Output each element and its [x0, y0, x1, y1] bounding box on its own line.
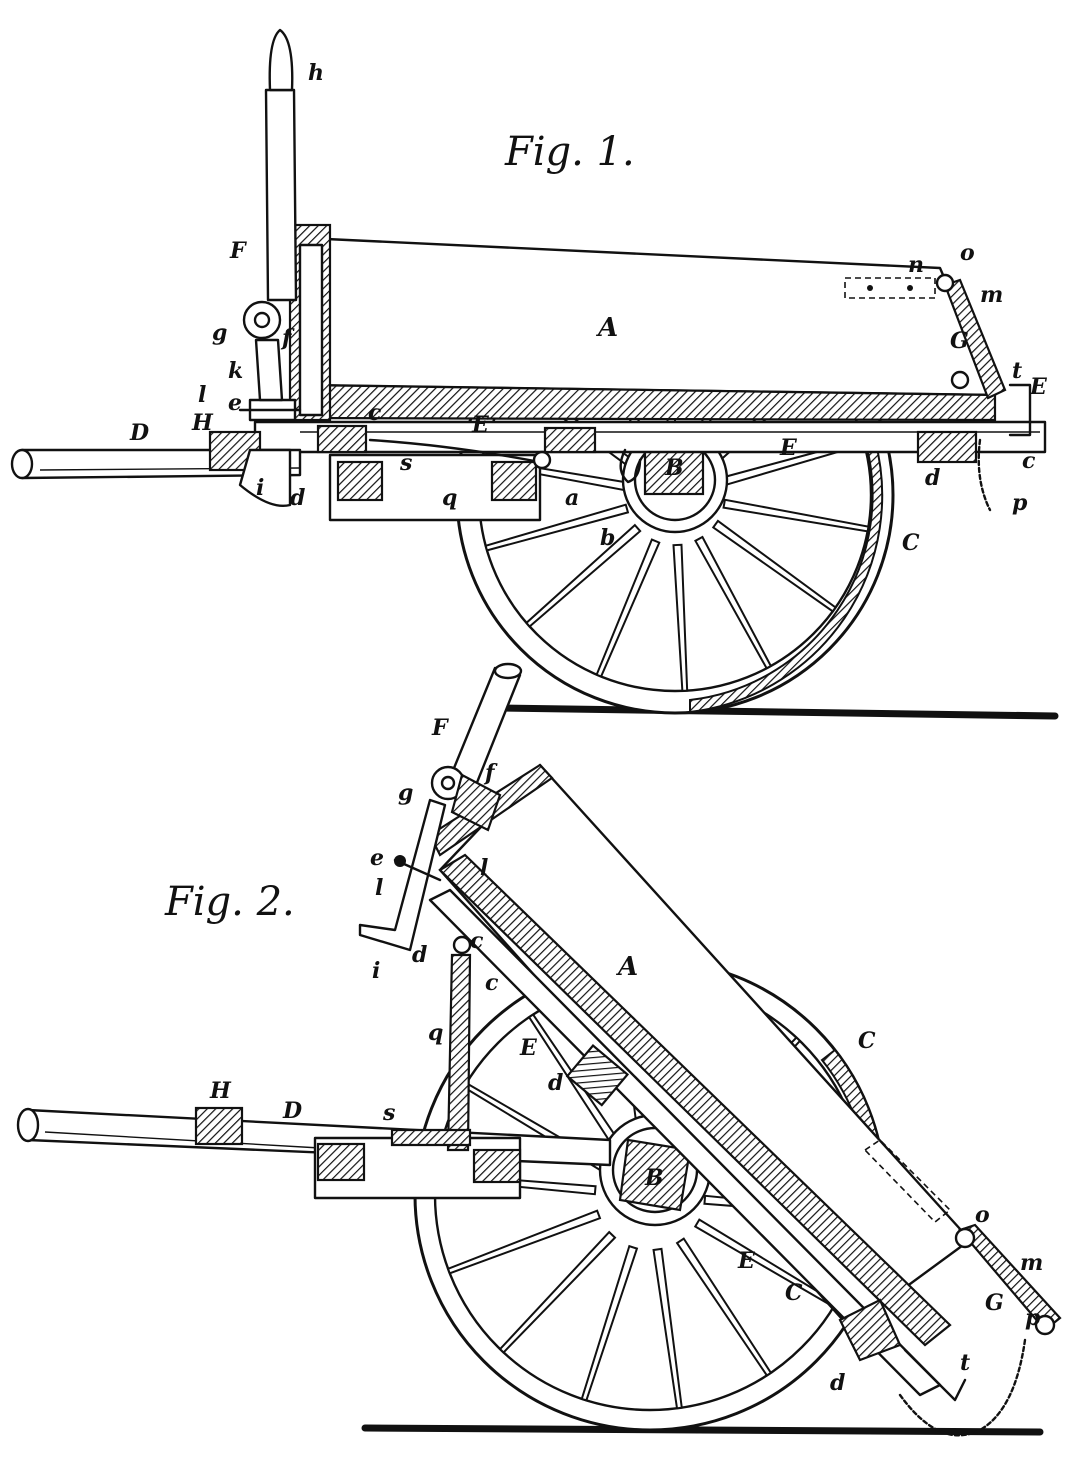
label-f: f — [483, 760, 498, 786]
wheel-spoke — [711, 519, 837, 613]
label-d3: d — [830, 1370, 845, 1396]
fig1-frame — [10, 398, 1047, 522]
label-E3: E — [1029, 374, 1048, 400]
fig1-lever — [242, 28, 298, 402]
label-d2: d — [548, 1070, 563, 1096]
label-m: m — [1020, 1250, 1043, 1276]
label-b: b — [600, 525, 615, 551]
fig2-block-H — [194, 1106, 244, 1146]
fig2-frame — [16, 953, 612, 1200]
label-i: i — [256, 475, 264, 501]
label-E: E — [471, 412, 490, 438]
label-d: d — [290, 485, 305, 511]
label-q: q — [442, 485, 457, 511]
wheel-spoke — [446, 1209, 602, 1275]
label-a: a — [565, 485, 579, 511]
fig2-lever — [358, 662, 523, 955]
label-g: g — [212, 320, 227, 346]
label-c-bar: c — [368, 400, 382, 426]
label-n: n — [908, 252, 924, 278]
label-F: F — [229, 238, 247, 264]
label-t: t — [1012, 358, 1022, 384]
wheel-spoke — [498, 1230, 617, 1354]
label-E2: E — [737, 1248, 756, 1274]
label-e: e — [370, 845, 384, 871]
label-E2: E — [779, 435, 798, 461]
label-l: l — [375, 875, 383, 901]
label-C2: C — [785, 1280, 803, 1306]
label-o: o — [960, 240, 975, 266]
label-G: G — [985, 1290, 1004, 1316]
fig1-body — [288, 223, 1007, 422]
label-t: t — [960, 1350, 970, 1376]
label-p: p — [1025, 1305, 1041, 1331]
fig1-title: Fig. 1. — [504, 129, 635, 175]
fig2-reference-labels: F g f e l l d c i c q E A C H D s d B E … — [209, 715, 1043, 1396]
label-d2: d — [925, 465, 940, 491]
label-H: H — [209, 1078, 232, 1104]
label-B: B — [644, 1165, 664, 1191]
label-B: B — [664, 455, 684, 481]
label-s: s — [382, 1100, 395, 1126]
label-D: D — [129, 420, 149, 446]
label-E: E — [519, 1035, 538, 1061]
figure-2: Fig. 2. — [16, 662, 1062, 1437]
label-l: l — [198, 382, 206, 408]
label-C: C — [858, 1028, 876, 1054]
fig1-axle-block — [643, 444, 705, 496]
fig2-ground-line — [361, 1424, 1044, 1436]
label-A: A — [595, 313, 618, 343]
label-p: p — [1012, 490, 1028, 516]
wheel-spoke — [484, 503, 630, 552]
label-F: F — [431, 715, 449, 741]
wheel-spoke — [652, 1247, 683, 1410]
fig2-body — [428, 763, 1062, 1402]
fig1-ground-line — [496, 704, 1059, 720]
label-i: i — [372, 958, 380, 984]
fig2-chain — [898, 1338, 1027, 1437]
wheel-spoke — [525, 523, 642, 628]
label-C: C — [902, 530, 920, 556]
wheel-spoke — [672, 543, 689, 692]
label-f: f — [280, 325, 295, 351]
fig2-title: Fig. 2. — [164, 879, 295, 925]
label-c2: c — [485, 970, 499, 996]
label-D: D — [282, 1098, 302, 1124]
label-e: e — [228, 390, 242, 416]
wheel-spoke — [722, 498, 870, 533]
label-k: k — [228, 358, 243, 384]
label-c: c — [470, 928, 484, 954]
fig1-reference-labels: h F g f k l e H i D d c E s q a b B E A … — [129, 60, 1048, 556]
label-A: A — [615, 952, 638, 982]
wheel-spoke — [580, 1244, 639, 1402]
label-h: h — [308, 60, 324, 86]
label-o: o — [975, 1202, 990, 1228]
label-H: H — [191, 410, 214, 436]
wheel-spoke — [595, 538, 661, 678]
label-q: q — [428, 1020, 443, 1046]
wheel-spoke — [675, 1237, 773, 1377]
fig1-chain — [977, 383, 1032, 512]
wheel-spoke — [694, 535, 773, 670]
label-g: g — [398, 780, 413, 806]
fig2-axle-block — [618, 1138, 692, 1212]
label-c: c — [1022, 448, 1036, 474]
label-d: d — [412, 942, 427, 968]
figure-1: Fig. 1. — [10, 28, 1059, 720]
label-m: m — [980, 282, 1003, 308]
label-G: G — [950, 328, 969, 354]
label-l2: l — [480, 855, 488, 881]
label-s: s — [399, 450, 412, 476]
